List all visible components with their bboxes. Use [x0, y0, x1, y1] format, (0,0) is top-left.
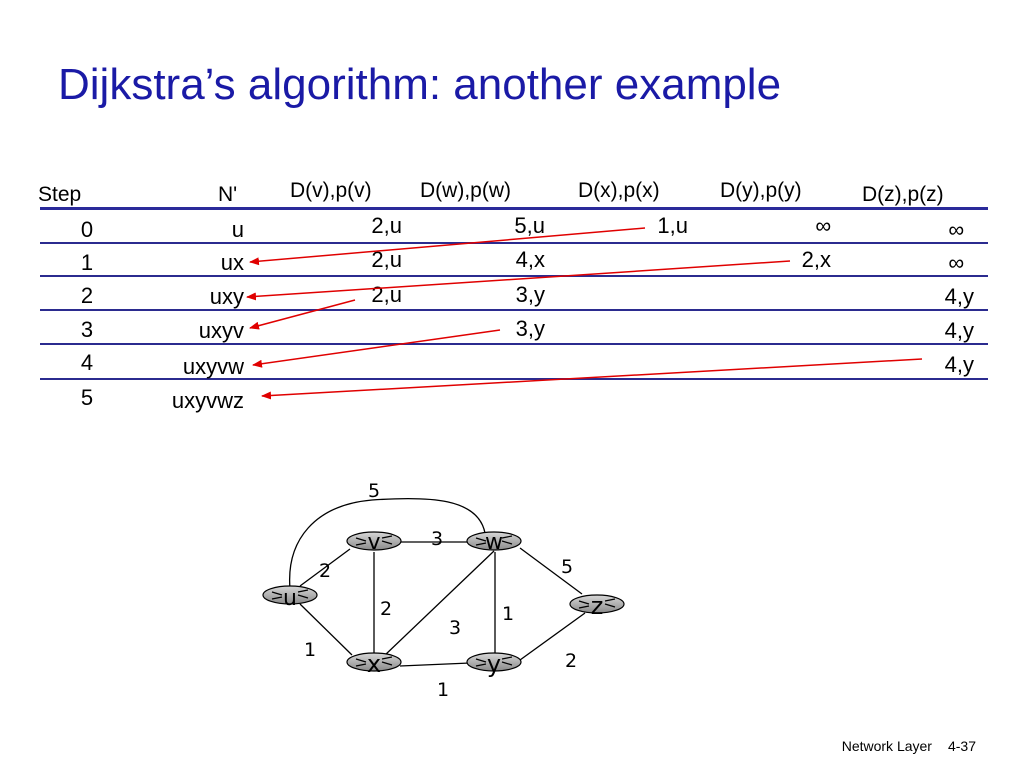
- dw-cell: 5,u: [514, 213, 545, 238]
- dy-cell: ∞: [815, 213, 831, 238]
- node-w: w: [466, 530, 522, 555]
- table-rule: [40, 343, 988, 345]
- node-label-v: v: [367, 530, 380, 555]
- dz-cell: ∞: [948, 217, 964, 242]
- arrow-v-to-uxyv: [249, 299, 356, 330]
- weight-ux: 1: [304, 639, 316, 661]
- edge-yz: [519, 612, 586, 661]
- arrow-x-to-ux: [249, 227, 646, 266]
- n-prime-cell: uxyvw: [182, 354, 244, 379]
- node-v: v: [346, 530, 402, 555]
- weight-vx: 2: [380, 598, 392, 620]
- step-cell: 4: [80, 350, 94, 375]
- dz-cell: 4,y: [944, 318, 974, 343]
- dw-cell: 4,x: [515, 247, 545, 272]
- weight-xy: 1: [437, 679, 449, 701]
- node-label-x: x: [367, 650, 381, 678]
- weight-uv: 2: [319, 560, 331, 582]
- footer-page-number: 4-37: [947, 738, 976, 754]
- n-prime-cell: u: [231, 217, 244, 242]
- edge-uv: [299, 548, 351, 587]
- weight-vw: 3: [431, 528, 443, 550]
- edge-xw: [383, 550, 495, 657]
- slide-footer: Network Layer 4-37: [826, 738, 976, 754]
- graph-edges: [289, 497, 586, 667]
- table-rule-header: [40, 207, 988, 210]
- edge-ux: [299, 603, 353, 656]
- arrow-y-to-uxy: [246, 260, 791, 301]
- table-rule: [40, 309, 988, 311]
- node-x: x: [346, 650, 402, 678]
- table-rule: [40, 378, 988, 380]
- weight-uw: 5: [368, 480, 380, 502]
- selection-arrows: [246, 227, 923, 400]
- node-u: u: [262, 585, 318, 611]
- arrow-z-to-uxyvwz: [261, 358, 923, 400]
- header-dy: D(y),p(y): [720, 179, 802, 202]
- dy-cell: 2,x: [801, 247, 831, 272]
- n-prime-cell: uxyvwz: [171, 388, 244, 413]
- footer-section: Network Layer: [841, 738, 932, 754]
- weight-wz: 5: [561, 556, 573, 578]
- weight-xw: 3: [449, 617, 461, 639]
- dw-cell: 3,y: [515, 282, 545, 307]
- edge-xy: [399, 662, 471, 667]
- dx-cell: 1,u: [657, 213, 688, 238]
- node-label-u: u: [283, 586, 297, 611]
- step-cell: 1: [80, 250, 94, 275]
- header-dz: D(z),p(z): [862, 183, 944, 206]
- step-cell: 2: [80, 283, 94, 308]
- weight-wy: 1: [502, 603, 514, 625]
- edge-weights: 5 2 1 3 2 3 1 1 5 2: [304, 480, 577, 701]
- n-prime-cell: uxyv: [198, 318, 244, 343]
- node-label-z: z: [591, 592, 604, 620]
- header-step: Step: [38, 183, 82, 206]
- n-prime-cell: uxy: [209, 284, 244, 309]
- dw-cell: 3,y: [515, 316, 545, 341]
- header-dx: D(x),p(x): [578, 179, 660, 202]
- arrow-w-to-uxyvw: [252, 329, 501, 368]
- node-y: y: [466, 650, 522, 678]
- dv-cell: 2,u: [371, 282, 402, 307]
- slide-title: Dijkstra’s algorithm: another example: [58, 60, 782, 109]
- node-label-y: y: [487, 650, 501, 678]
- n-prime-cell: ux: [220, 250, 244, 275]
- step-cell: 0: [80, 217, 94, 242]
- table-rule: [40, 242, 988, 244]
- table-rule: [40, 275, 988, 277]
- step-cell: 3: [80, 317, 94, 342]
- weight-yz: 2: [565, 650, 577, 672]
- step-cell: 5: [80, 385, 94, 410]
- header-dv: D(v),p(v): [290, 179, 372, 202]
- header-n-prime: N': [218, 183, 238, 206]
- edge-wz: [519, 547, 583, 595]
- dv-cell: 2,u: [371, 213, 402, 238]
- edge-uw: [289, 497, 486, 590]
- node-label-w: w: [485, 530, 503, 555]
- dz-cell: ∞: [948, 250, 964, 275]
- header-dw: D(w),p(w): [420, 179, 511, 202]
- dz-cell: 4,y: [944, 284, 974, 309]
- node-z: z: [569, 592, 625, 620]
- dz-cell: 4,y: [944, 352, 974, 377]
